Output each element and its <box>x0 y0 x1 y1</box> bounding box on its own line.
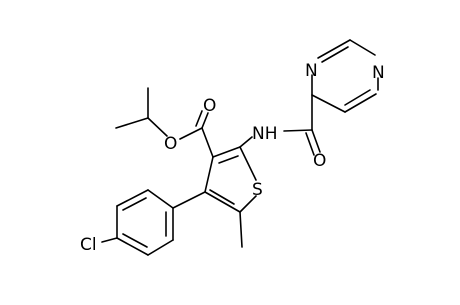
bond-ph-cl <box>101 237 118 243</box>
label-ester-o-carbonyl: O <box>203 96 216 116</box>
bond-ph-2 <box>116 189 149 207</box>
bond-isopropyl-me2 <box>115 117 149 129</box>
label-ester-o-single: O <box>164 134 177 154</box>
bond-thio-c5-c4 <box>204 191 241 213</box>
bond-pyz-5-inner <box>344 89 371 106</box>
label-amide-o: O <box>313 151 326 171</box>
bond-c3-ester-c <box>201 127 214 158</box>
label-thiophene-s: S <box>252 180 263 200</box>
bond-thio-s-c5 <box>239 195 257 213</box>
bond-pyz-4 <box>311 94 346 113</box>
bond-ph-4-inner <box>122 233 148 248</box>
bond-ester-c-o-double <box>201 112 209 129</box>
bond-pyz-1 <box>349 39 376 56</box>
bond-ph-4 <box>116 237 149 256</box>
label-chlorine: Cl <box>80 235 97 255</box>
label-amide-nh: NH <box>252 124 278 144</box>
bond-thio-methyl <box>239 211 243 248</box>
bond-pyz-2-inner <box>321 46 349 63</box>
bond-thio-c3-c2 <box>212 146 241 158</box>
bond-ph-5 <box>147 239 174 256</box>
bond-ph-1 <box>147 189 174 209</box>
bond-carbonyl-o <box>311 129 321 153</box>
amide-group <box>239 94 321 156</box>
bond-pyz-2 <box>317 39 351 59</box>
bond-thio-c2-s <box>239 146 257 181</box>
label-pyrazine-n-left: N <box>305 61 318 81</box>
bond-ester-c-o-double-inner <box>195 110 203 127</box>
bond-o-isopropyl <box>147 117 168 137</box>
ester-group <box>115 87 214 158</box>
bond-thio-c5-c4-inner <box>209 189 235 205</box>
bond-ph-2-inner <box>122 197 147 211</box>
pyrazine-ring <box>311 39 379 113</box>
chlorophenyl-ring <box>101 189 206 256</box>
bond-carbonyl-nh <box>283 129 313 132</box>
bond-c4-phenyl <box>172 191 206 209</box>
thiophene-ring <box>204 146 257 248</box>
bond-thio-c4-c3 <box>204 156 214 193</box>
bond-pyz-5 <box>344 93 377 113</box>
bond-thio-c3-c2-inner <box>218 155 239 164</box>
label-pyrazine-n-top: N <box>372 63 385 83</box>
bond-carbonyl-o-inner <box>305 132 315 156</box>
bond-nh-thiophene <box>239 136 253 148</box>
bond-ester-c-o-single <box>179 127 203 140</box>
